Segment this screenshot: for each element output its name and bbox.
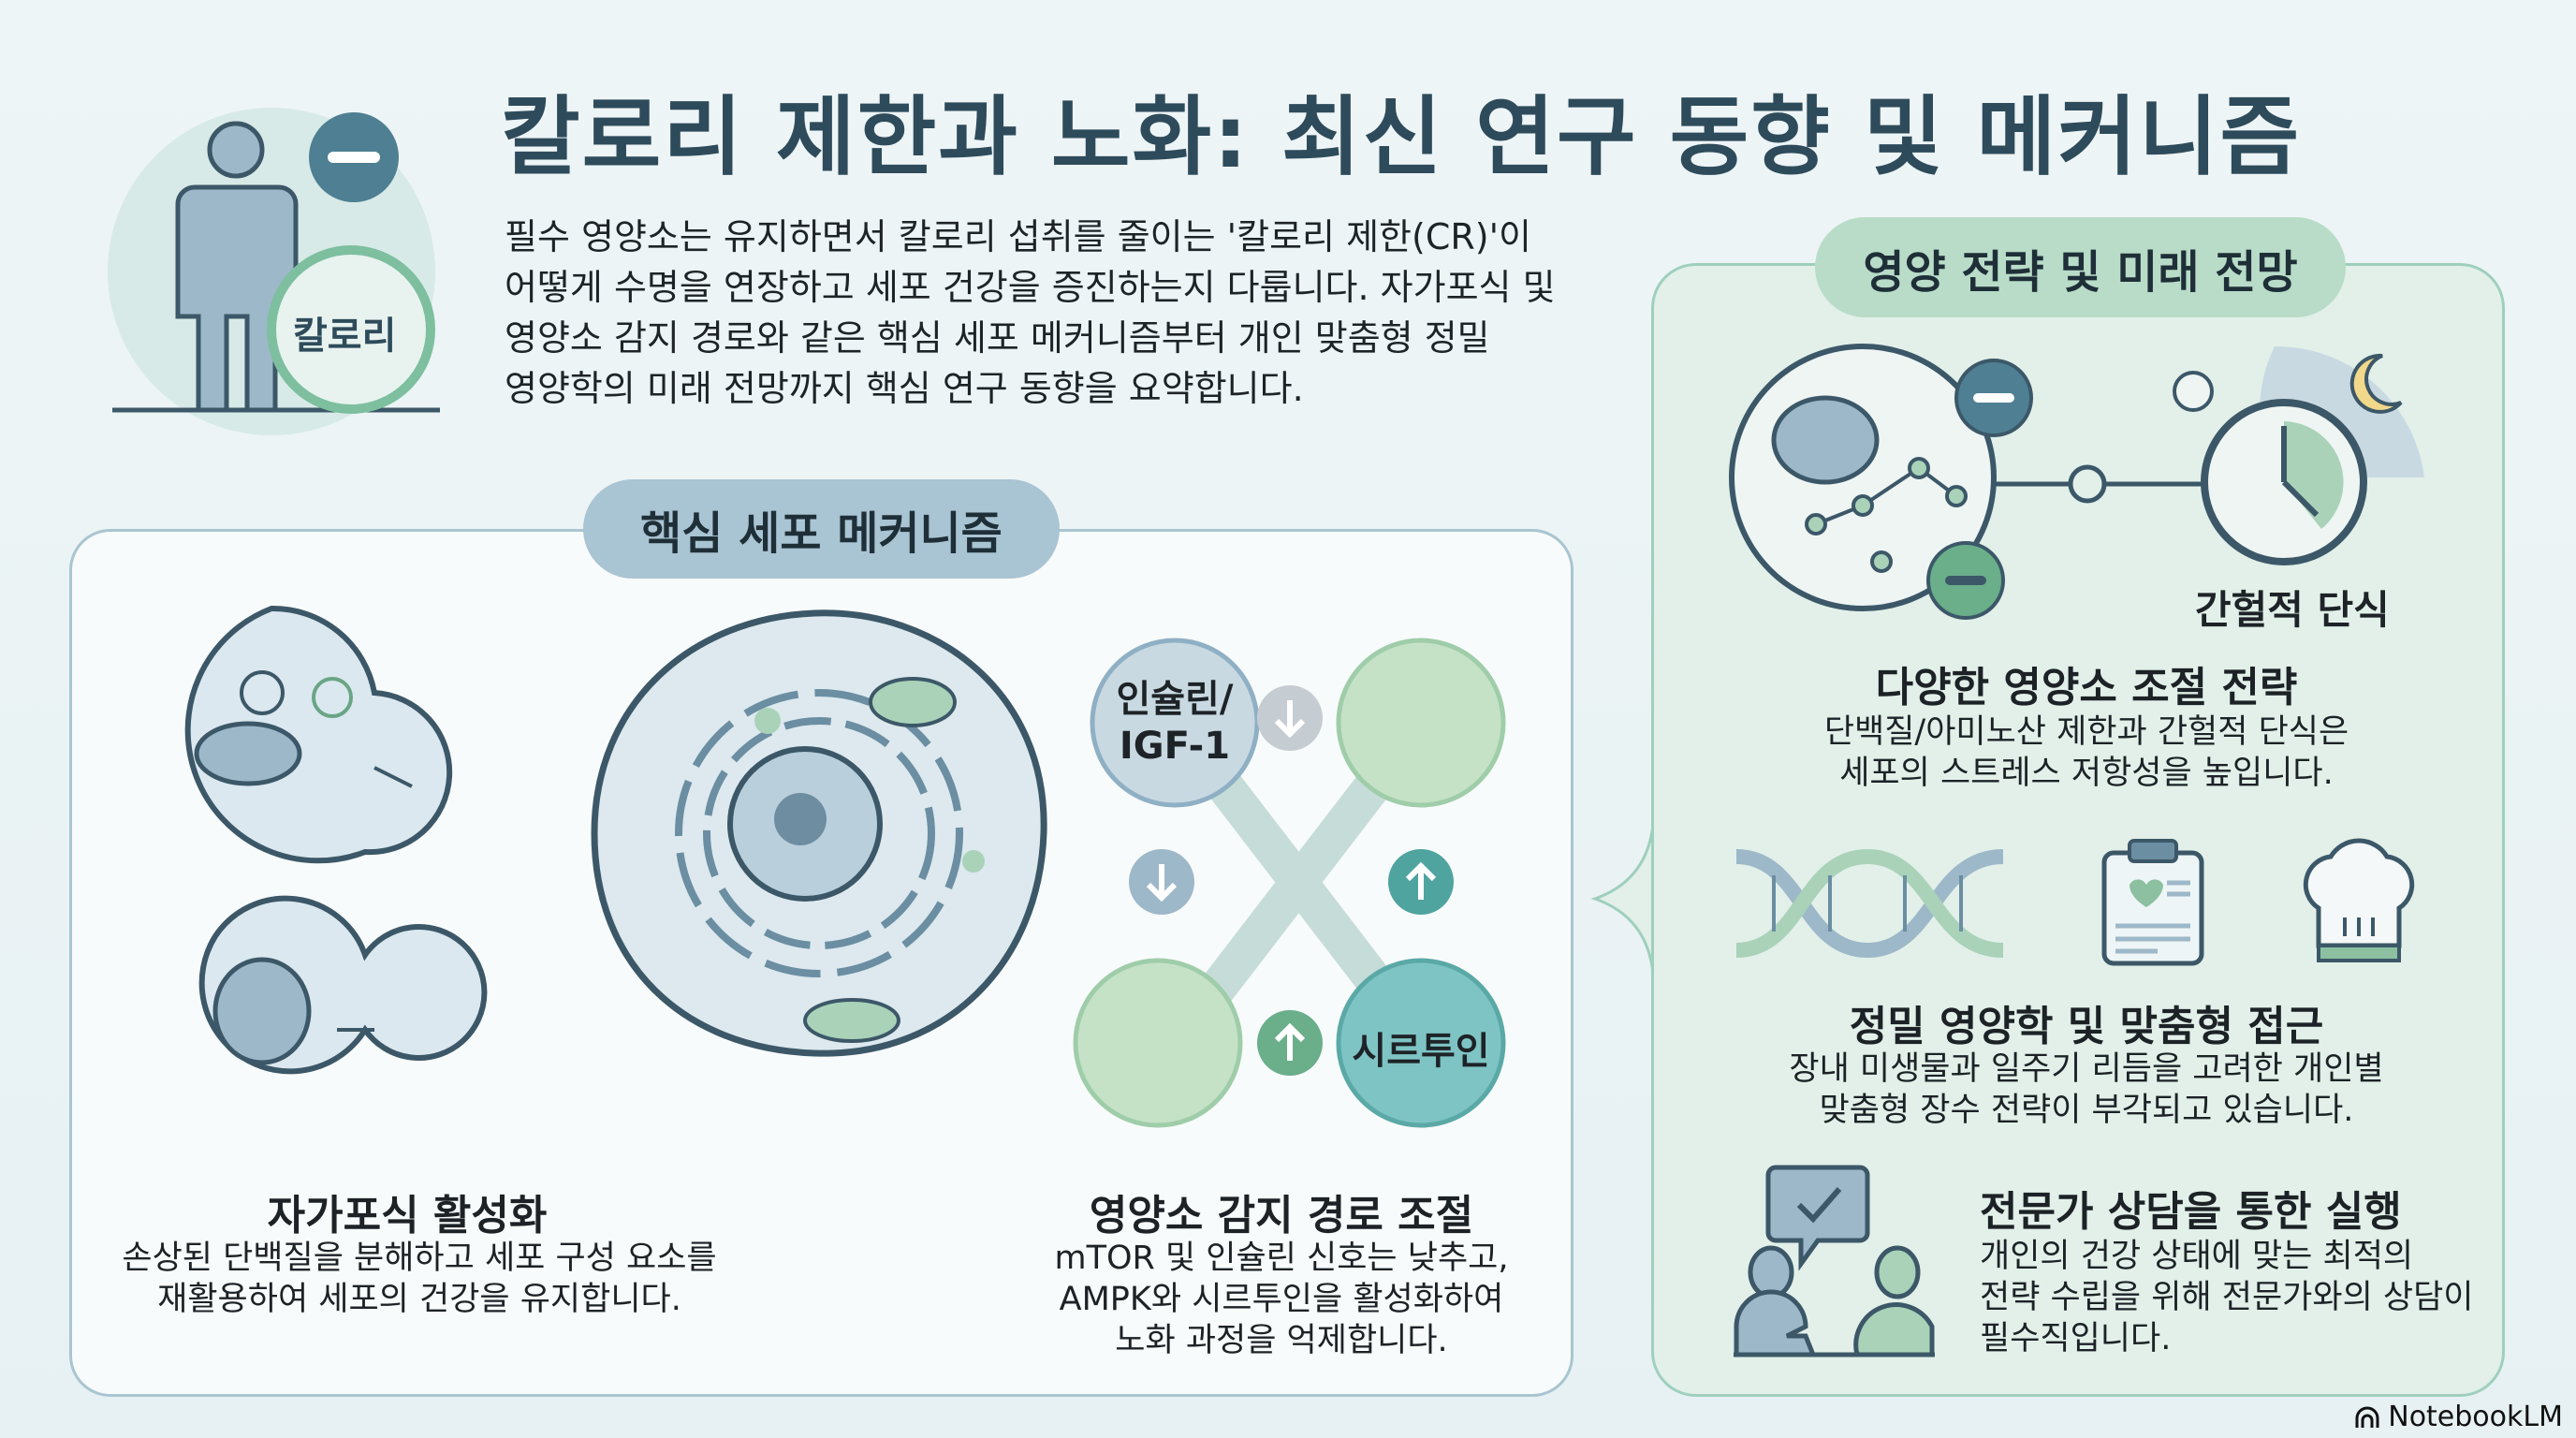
- insulin-igf1-label: 인슐린/ IGF-1: [1116, 676, 1233, 770]
- insulin-label-line: 인슐린/: [1116, 678, 1234, 721]
- precision-desc-line: 맞춤형 장수 전략이 부각되고 있습니다.: [1819, 1092, 2354, 1129]
- intro-line: 영양소 감지 경로와 같은 핵심 세포 메커니즘부터 개인 맞춤형 정밀: [505, 317, 1490, 359]
- sirtuin-node: [1336, 958, 1506, 1128]
- consult-desc-line: 전략 수립을 위해 전문가와의 상담이: [1980, 1279, 2474, 1316]
- intro-text: 필수 영양소는 유지하면서 칼로리 섭취를 줄이는 '칼로리 제한(CR)'이 …: [505, 212, 1609, 414]
- nutrient-desc-line: 세포의 스트레스 저항성을 높입니다.: [1839, 755, 2334, 792]
- clipboard-heart-icon: [2101, 839, 2204, 966]
- precision-nutrition-title: 정밀 영양학 및 맞춤형 접근: [1849, 1003, 2324, 1050]
- precision-nutrition-desc: 장내 미생물과 일주기 리듬을 고려한 개인별 맞춤형 장수 전략이 부각되고 …: [1789, 1049, 2383, 1131]
- consultation-icon: [1734, 1165, 1935, 1357]
- pathway-desc-line: 노화 과정을 억제합니다.: [1115, 1322, 1448, 1359]
- autophagy-desc: 손상된 단백질을 분해하고 세포 구성 요소를 재활용하여 세포의 건강을 유지…: [122, 1238, 716, 1320]
- nutrient-strategy-title: 다양한 영양소 조절 전략: [1875, 664, 2298, 712]
- intro-line: 어떻게 수명을 연장하고 세포 건강을 증진하는지 다룹니다. 자가포식 및: [505, 267, 1556, 308]
- minus-icon: [1954, 359, 2033, 437]
- bottom-left-node: [1073, 958, 1243, 1128]
- pathway-desc: mTOR 및 인슐린 신호는 낮추고, AMPK와 시르투인을 활성화하여 노화…: [1055, 1238, 1509, 1361]
- intro-line: 영양학의 미래 전망까지 핵심 연구 동향을 요약합니다.: [505, 368, 1304, 409]
- autophagy-desc-line: 손상된 단백질을 분해하고 세포 구성 요소를: [122, 1240, 717, 1277]
- nutrient-strategy-desc: 단백질/아미노산 제한과 간헐적 단식은 세포의 스트레스 저항성을 높입니다.: [1824, 712, 2349, 794]
- calorie-badge-label: 칼로리: [293, 315, 397, 358]
- clock-icon: [2201, 399, 2367, 565]
- consult-desc-line: 개인의 건강 상태에 맞는 최적의: [1980, 1238, 2414, 1275]
- pathway-title: 영양소 감지 경로 조절: [1089, 1192, 1474, 1240]
- pathway-desc-line: AMPK와 시르투인을 활성화하여: [1059, 1281, 1504, 1318]
- dna-icon: [1735, 848, 2004, 959]
- precision-desc-line: 장내 미생물과 일주기 리듬을 고려한 개인별: [1789, 1050, 2384, 1088]
- consultation-title: 전문가 상담을 통한 실행: [1980, 1188, 2402, 1236]
- intermittent-fasting-label: 간헐적 단식: [2195, 587, 2390, 633]
- moon-icon: [2349, 353, 2403, 414]
- top-right-node: [1336, 638, 1506, 808]
- person-calorie-icon: [108, 108, 440, 435]
- page-title: 칼로리 제한과 노화: 최신 연구 동향 및 메커니즘: [501, 87, 2302, 187]
- intermittent-fasting-illustration: [1729, 344, 2424, 620]
- down-arrow-icon: [1257, 685, 1323, 751]
- autophagy-title: 자가포식 활성화: [267, 1192, 548, 1240]
- strategy-section-title: 영양 전략 및 미래 전망: [1815, 217, 2346, 317]
- intro-line: 필수 영양소는 유지하면서 칼로리 섭취를 줄이는 '칼로리 제한(CR)'이: [505, 216, 1531, 257]
- insulin-label-line: IGF-1: [1119, 725, 1231, 768]
- brand-label: NotebookLM: [2388, 1401, 2563, 1433]
- autophagy-desc-line: 재활용하여 세포의 건강을 유지합니다.: [157, 1281, 681, 1318]
- chef-hat-icon: [2303, 838, 2415, 962]
- nutrient-sensing-diagram: [1073, 638, 1506, 1128]
- up-arrow-icon: [1257, 1010, 1323, 1076]
- down-arrow-icon: [1129, 849, 1194, 915]
- pathway-desc-line: mTOR 및 인슐린 신호는 낮추고,: [1054, 1240, 1509, 1277]
- sun-icon: [2173, 371, 2214, 412]
- up-arrow-icon: [1388, 849, 1454, 915]
- consult-desc-line: 필수직입니다.: [1980, 1320, 2172, 1357]
- sirtuin-label: 시르투인: [1352, 1030, 1490, 1073]
- cell-illustration: [591, 609, 1047, 1057]
- consultation-desc: 개인의 건강 상태에 맞는 최적의 전략 수립을 위해 전문가와의 상담이 필수…: [1980, 1236, 2474, 1359]
- nutrient-desc-line: 단백질/아미노산 제한과 간헐적 단식은: [1823, 713, 2349, 751]
- notebooklm-logo: NotebookLM: [2354, 1401, 2563, 1433]
- panel-pointer: [1590, 823, 1655, 975]
- mechanisms-section-title: 핵심 세포 메커니즘: [583, 479, 1060, 579]
- notebooklm-icon: [2355, 1406, 2379, 1428]
- autophagy-cells-illustration: [184, 605, 488, 1075]
- minus-icon: [1926, 541, 2005, 620]
- insulin-node: [1090, 638, 1260, 808]
